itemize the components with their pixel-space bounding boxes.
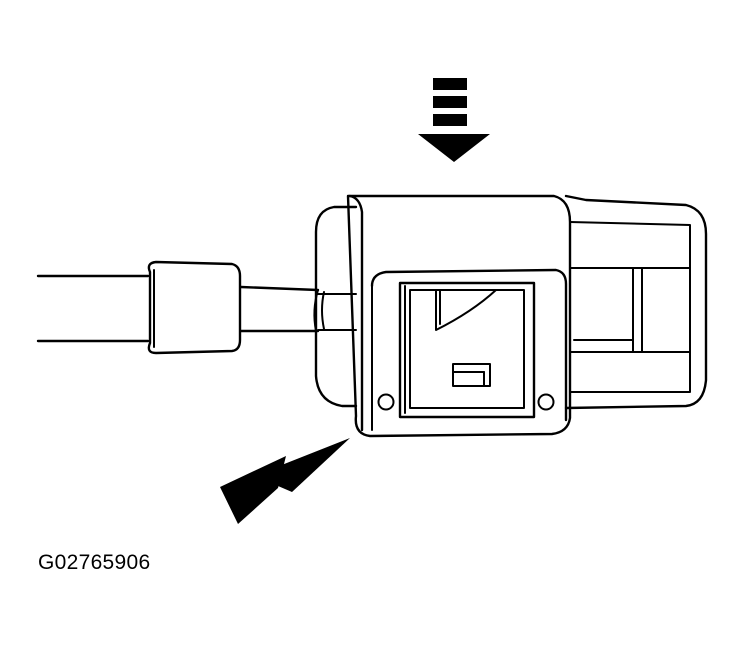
figure-id-label: G02765906 bbox=[38, 551, 151, 574]
connector-face bbox=[370, 268, 568, 431]
connector-rear-housing bbox=[314, 205, 358, 408]
connector-body bbox=[346, 194, 572, 438]
connector-right-extension bbox=[564, 194, 708, 410]
cable bbox=[36, 274, 150, 343]
connector-neck bbox=[239, 285, 325, 333]
cable-boot bbox=[147, 260, 242, 355]
downward-dashed-arrow-icon bbox=[418, 78, 490, 162]
diagonal-arrow-icon bbox=[220, 438, 350, 524]
